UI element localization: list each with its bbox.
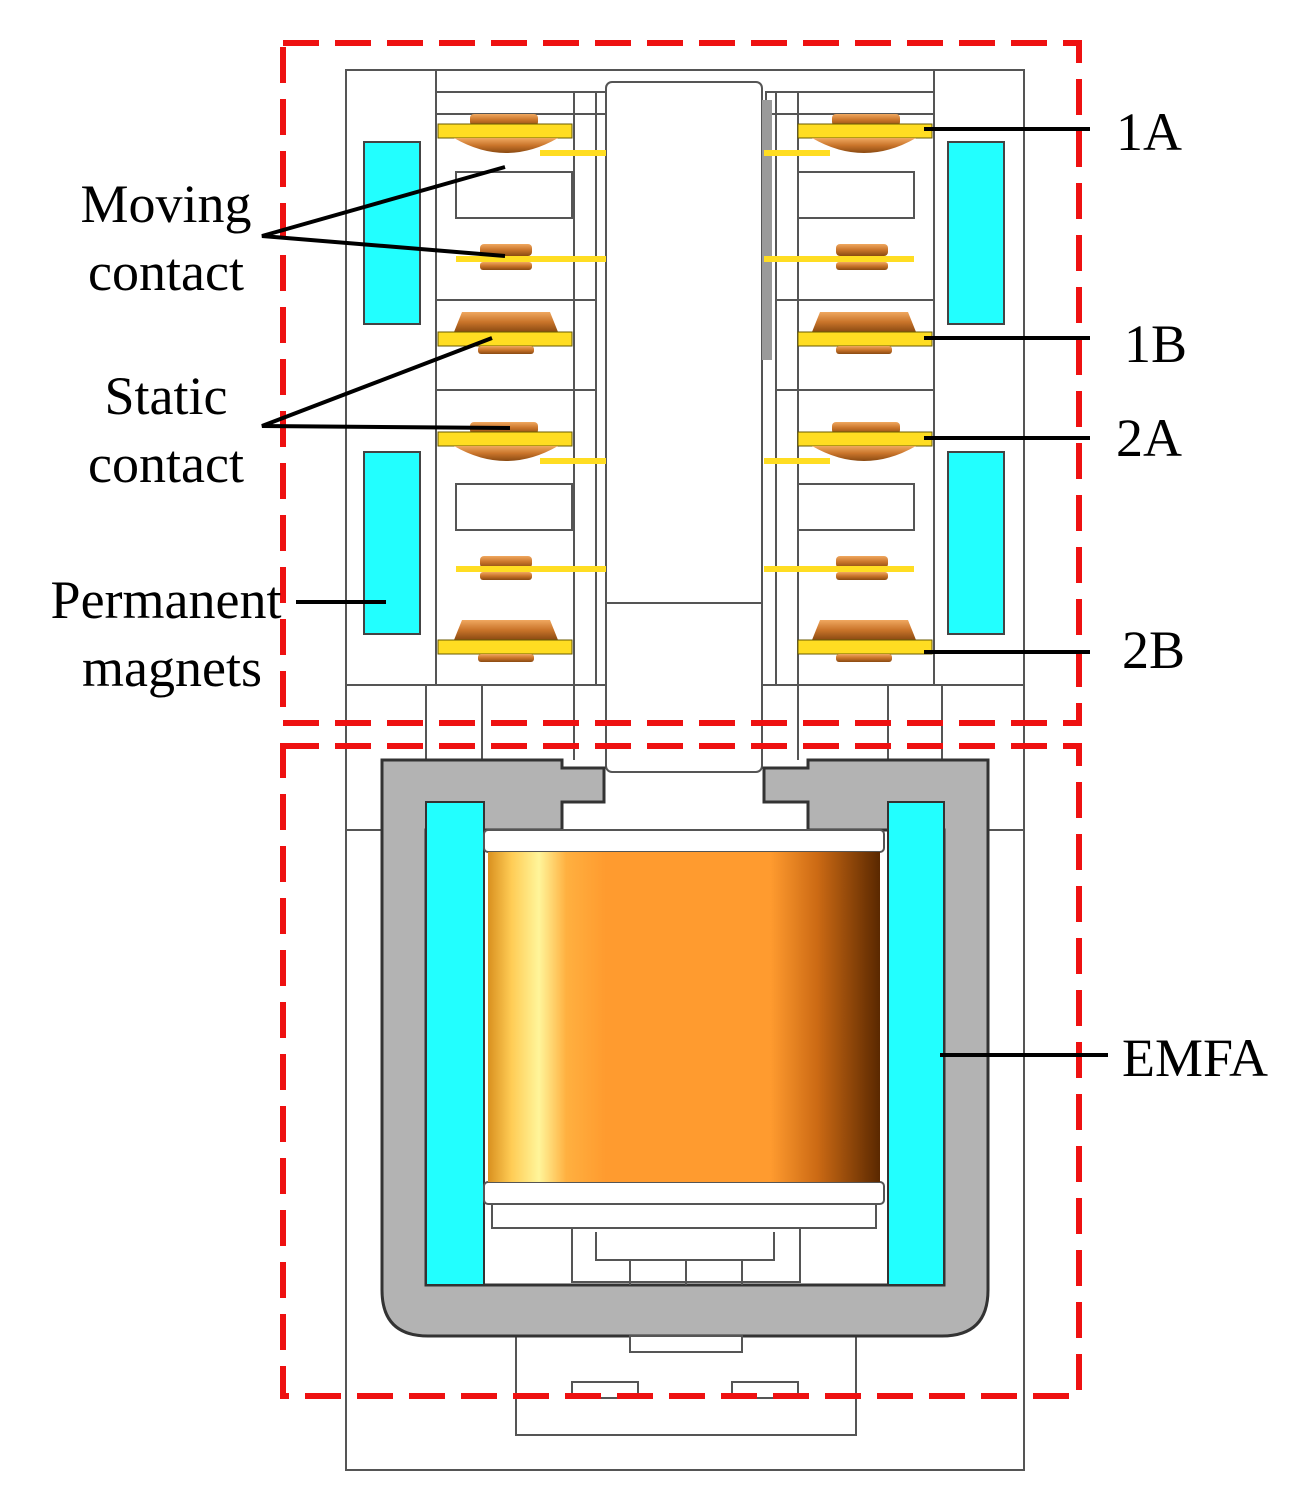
label-emfa: EMFA xyxy=(1122,1028,1268,1088)
moving-contact-right-1 xyxy=(764,244,914,270)
magnet-upper-right xyxy=(947,141,1005,325)
label-permanent-magnets-line2: magnets xyxy=(82,638,262,698)
magnet-upper-left xyxy=(363,141,421,325)
label-1b: 1B xyxy=(1124,314,1187,374)
static-contact-1b-right xyxy=(797,312,933,354)
label-static-contact-line1: Static xyxy=(105,366,228,426)
emfa-magnet-right xyxy=(887,801,945,1286)
leader-static-contact xyxy=(261,336,511,430)
leader-moving-contact xyxy=(261,165,506,258)
labels: Moving contact Static contact Permanent … xyxy=(51,102,1269,1088)
label-2b: 2B xyxy=(1122,620,1185,680)
emfa-magnet-left xyxy=(425,801,485,1286)
static-contact-1a-left xyxy=(437,114,606,156)
label-moving-contact-line1: Moving xyxy=(80,174,251,234)
moving-contact-left-1 xyxy=(456,244,606,270)
permanent-magnets xyxy=(363,141,1005,635)
contact-frame-left xyxy=(435,91,607,685)
static-contact-2b-left xyxy=(437,620,573,662)
contact-system-region xyxy=(280,40,1082,726)
region-boxes xyxy=(280,40,1082,1399)
label-static-contact-line2: contact xyxy=(88,434,244,494)
magnet-lower-right xyxy=(947,451,1005,635)
label-2a: 2A xyxy=(1116,408,1182,468)
static-contact-1b-left xyxy=(437,312,573,354)
static-contact-1a-right xyxy=(764,114,933,156)
moving-contact-right-2 xyxy=(764,556,914,580)
push-rod xyxy=(605,81,772,773)
emfa-actuator xyxy=(380,758,990,1353)
label-permanent-magnets-line1: Permanent xyxy=(51,570,282,630)
moving-contact-left-2 xyxy=(456,556,606,580)
label-1a: 1A xyxy=(1116,102,1182,162)
static-contact-2b-right xyxy=(797,620,933,662)
emfa-region xyxy=(280,743,1082,1399)
leader-lines xyxy=(261,127,1108,1057)
coil-winding xyxy=(488,852,880,1182)
label-moving-contact-line2: contact xyxy=(88,242,244,302)
magnet-lower-left xyxy=(363,451,421,635)
contact-frame-right xyxy=(765,91,935,685)
